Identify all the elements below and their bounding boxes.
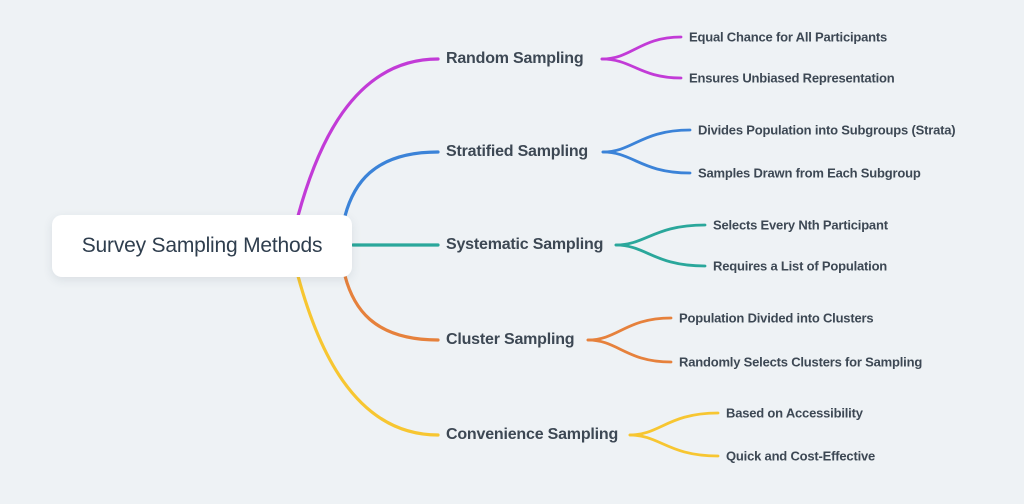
fork-stratified-lower: [601, 150, 692, 175]
edge-root-to-cluster: [343, 274, 440, 342]
fork-random-lower: [600, 57, 683, 80]
fork-cluster-upper: [586, 316, 673, 342]
branch-node-systematic: Systematic Sampling: [446, 236, 604, 253]
edge-root-to-random: [296, 57, 440, 218]
fork-random-upper: [600, 35, 683, 61]
leaf-node-random-1: Ensures Unbiased Representation: [689, 70, 895, 86]
fork-convenience-lower: [628, 433, 720, 458]
edge-root-to-stratified: [343, 150, 440, 218]
leaf-node-cluster-0: Population Divided into Clusters: [679, 310, 874, 326]
fork-systematic-lower: [614, 243, 707, 268]
leaf-node-systematic-0: Selects Every Nth Participant: [713, 217, 888, 233]
leaf-node-convenience-1: Quick and Cost-Effective: [726, 448, 876, 464]
leaf-node-stratified-1: Samples Drawn from Each Subgroup: [698, 165, 921, 181]
root-node: Survey Sampling Methods: [52, 215, 352, 277]
fork-systematic-upper: [614, 223, 707, 247]
fork-stratified-upper: [601, 128, 692, 154]
edge-root-to-convenience: [296, 274, 440, 437]
branch-node-stratified: Stratified Sampling: [446, 143, 588, 160]
leaf-node-stratified-0: Divides Population into Subgroups (Strat…: [698, 122, 956, 138]
leaf-node-convenience-0: Based on Accessibility: [726, 405, 863, 421]
fork-cluster-lower: [586, 338, 673, 364]
leaf-node-cluster-1: Randomly Selects Clusters for Sampling: [679, 354, 923, 370]
fork-convenience-upper: [628, 411, 720, 437]
root-node-label: Survey Sampling Methods: [81, 234, 323, 257]
leaf-node-systematic-1: Requires a List of Population: [713, 258, 888, 274]
branch-node-convenience: Convenience Sampling: [446, 426, 619, 443]
branch-node-random: Random Sampling: [446, 50, 584, 67]
leaf-node-random-0: Equal Chance for All Participants: [689, 29, 888, 45]
branch-node-cluster: Cluster Sampling: [446, 331, 575, 348]
